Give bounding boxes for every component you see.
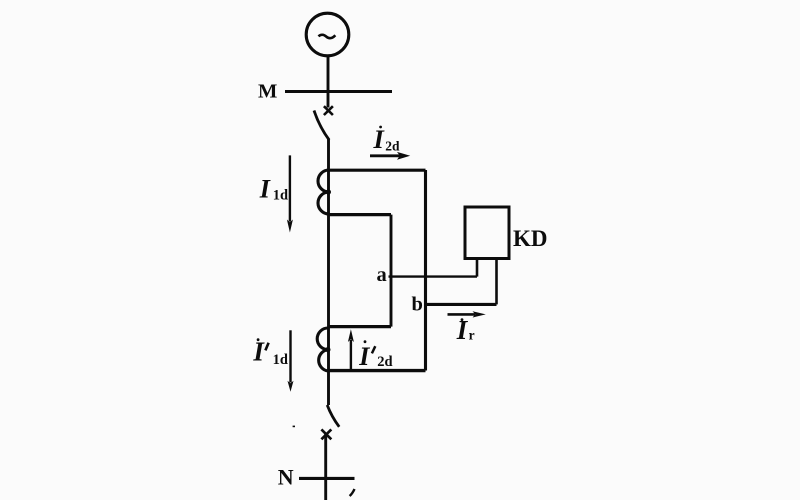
svg-text:I: I (456, 315, 469, 345)
svg-text:I: I (259, 174, 271, 203)
svg-text:r: r (469, 327, 475, 342)
svg-text:N: N (278, 464, 294, 489)
svg-text:1d: 1d (273, 187, 288, 203)
svg-text:I: I (252, 336, 265, 366)
svg-text:b: b (412, 293, 423, 315)
svg-text:1d: 1d (273, 352, 288, 368)
svg-text:a: a (377, 264, 387, 286)
svg-text:KD: KD (513, 226, 548, 251)
svg-text:I: I (373, 124, 386, 154)
svg-text:I: I (358, 342, 370, 371)
svg-text:2d: 2d (377, 354, 392, 370)
svg-text:2d: 2d (385, 139, 400, 154)
svg-text:M: M (258, 81, 277, 103)
